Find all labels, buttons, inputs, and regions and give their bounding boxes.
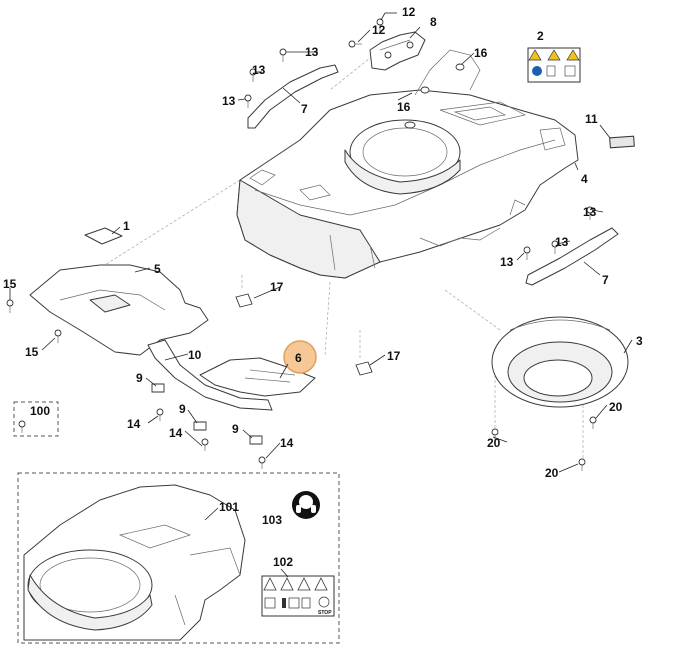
label-11: 11 xyxy=(585,112,598,126)
label-13: 13 xyxy=(583,205,597,219)
label-13: 13 xyxy=(222,94,236,108)
label-12: 12 xyxy=(372,23,386,37)
label-13: 13 xyxy=(555,235,569,249)
label-14: 14 xyxy=(280,436,294,450)
chute-guide xyxy=(147,339,273,411)
label-3: 3 xyxy=(636,334,643,348)
cover-ring xyxy=(491,316,629,408)
ear-protection-icon xyxy=(292,491,320,519)
label-12: 12 xyxy=(402,5,416,19)
small-plate xyxy=(609,135,635,149)
warning-label-icon xyxy=(527,47,581,83)
front-tray xyxy=(29,227,209,356)
highlight-circle xyxy=(283,340,317,374)
label-5: 5 xyxy=(154,262,161,276)
warning-label-102: STOP xyxy=(261,575,335,617)
label-16: 16 xyxy=(474,46,488,60)
label-14: 14 xyxy=(169,426,183,440)
label-103: 103 xyxy=(262,513,282,527)
label-2: 2 xyxy=(537,29,544,43)
label-4: 4 xyxy=(581,172,588,186)
label-9: 9 xyxy=(232,422,239,436)
label-1: 1 xyxy=(123,219,130,233)
label-20: 20 xyxy=(487,436,501,450)
label-7: 7 xyxy=(602,273,609,287)
label-13: 13 xyxy=(305,45,319,59)
label-13: 13 xyxy=(252,63,266,77)
label-15: 15 xyxy=(3,277,17,291)
leader-lines xyxy=(9,12,633,578)
label-9: 9 xyxy=(136,371,143,385)
label-6: 6 xyxy=(295,351,302,365)
label-101: 101 xyxy=(219,500,239,514)
label-20: 20 xyxy=(609,400,623,414)
label-102: 102 xyxy=(273,555,293,569)
label-13: 13 xyxy=(500,255,514,269)
label-17: 17 xyxy=(270,280,284,294)
stop-text: STOP xyxy=(318,610,332,616)
side-strips xyxy=(247,64,619,286)
label-16: 16 xyxy=(397,100,411,114)
label-17: 17 xyxy=(387,349,401,363)
label-20: 20 xyxy=(545,466,559,480)
part-100-box xyxy=(13,401,59,437)
label-10: 10 xyxy=(188,348,202,362)
label-14: 14 xyxy=(127,417,141,431)
label-8: 8 xyxy=(430,15,437,29)
label-9: 9 xyxy=(179,402,186,416)
deck-housing xyxy=(236,49,579,279)
label-100: 100 xyxy=(30,404,50,418)
fasteners xyxy=(6,18,597,471)
label-15: 15 xyxy=(25,345,39,359)
handle-bracket xyxy=(369,31,426,71)
part-numbers: 12 12 8 13 13 13 7 16 16 2 11 4 13 13 13… xyxy=(3,5,643,569)
spare-deck-box xyxy=(17,472,340,644)
label-7: 7 xyxy=(301,102,308,116)
